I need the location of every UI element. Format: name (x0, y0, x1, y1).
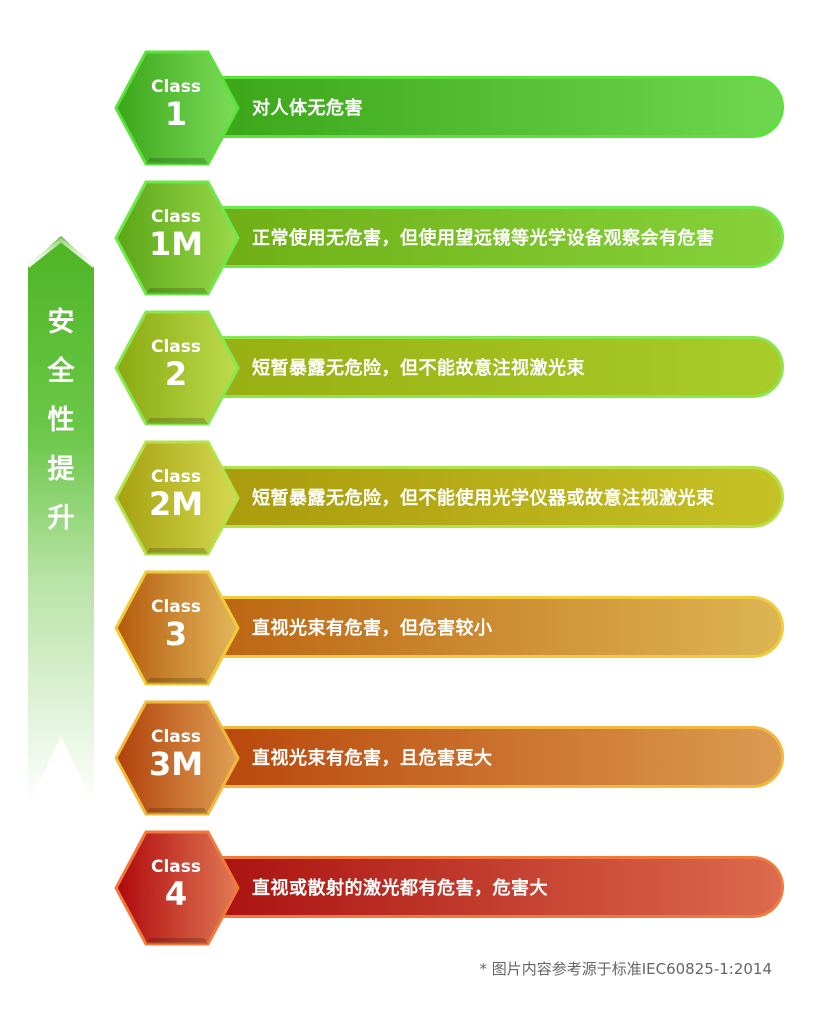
class-description: 正常使用无危害，但使用望远镜等光学设备观察会有危害 (252, 228, 715, 249)
laser-class-row: 直视光束有危害，且危害更大 Class 3M (112, 700, 792, 818)
class-hexagon-badge: Class 4 (112, 830, 240, 946)
class-number: 2 (164, 355, 188, 393)
class-description: 短暂暴露无危险，但不能故意注视激光束 (252, 358, 585, 379)
class-hexagon-badge: Class 3M (112, 700, 240, 816)
class-hexagon-badge: Class 2 (112, 310, 240, 426)
label-char: 全 (47, 356, 75, 387)
safety-increase-label: 安 全 性 提 升 (28, 298, 94, 543)
class-word: Class (150, 857, 201, 877)
laser-class-row: 对人体无危害 Class 1 (112, 50, 792, 168)
laser-class-row: 短暂暴露无危险，但不能使用光学仪器或故意注视激光束 Class 2M (112, 440, 792, 558)
description-bar (202, 856, 784, 918)
class-word: Class (150, 77, 201, 97)
laser-class-row: 直视光束有危害，但危害较小 Class 3 (112, 570, 792, 688)
laser-class-row: 直视或散射的激光都有危害，危害大 Class 4 (112, 830, 792, 948)
class-description: 直视或散射的激光都有危害，危害大 (252, 878, 548, 899)
class-description: 短暂暴露无危险，但不能使用光学仪器或故意注视激光束 (252, 488, 715, 509)
class-hexagon-badge: Class 2M (112, 440, 240, 556)
class-number: 4 (164, 875, 188, 913)
safety-increase-arrow (28, 236, 94, 806)
class-word: Class (150, 597, 201, 617)
label-char: 性 (47, 405, 75, 436)
class-hexagon-badge: Class 1 (112, 50, 240, 166)
class-word: Class (150, 467, 201, 487)
class-description: 对人体无危害 (252, 98, 363, 119)
description-bar (202, 726, 784, 788)
class-hexagon-badge: Class 1M (112, 180, 240, 296)
class-number: 1M (148, 225, 204, 263)
label-char: 安 (47, 307, 75, 338)
class-word: Class (150, 337, 201, 357)
class-hexagon-badge: Class 3 (112, 570, 240, 686)
source-footnote: * 图片内容参考源于标准IEC60825-1:2014 (479, 960, 772, 978)
description-bar (202, 76, 784, 138)
label-char: 提 (47, 454, 75, 485)
class-number: 3M (148, 745, 204, 783)
laser-class-row: 正常使用无危害，但使用望远镜等光学设备观察会有危害 Class 1M (112, 180, 792, 298)
description-bar (202, 466, 784, 528)
description-bar (202, 596, 784, 658)
class-number: 1 (164, 95, 188, 133)
class-number: 3 (164, 615, 188, 653)
class-word: Class (150, 727, 201, 747)
class-word: Class (150, 207, 201, 227)
laser-class-row: 短暂暴露无危险，但不能故意注视激光束 Class 2 (112, 310, 792, 428)
description-bar (202, 336, 784, 398)
class-description: 直视光束有危害，且危害更大 (252, 748, 493, 769)
class-number: 2M (148, 485, 204, 523)
description-bar (202, 206, 784, 268)
label-char: 升 (47, 503, 75, 534)
class-description: 直视光束有危害，但危害较小 (252, 618, 493, 639)
